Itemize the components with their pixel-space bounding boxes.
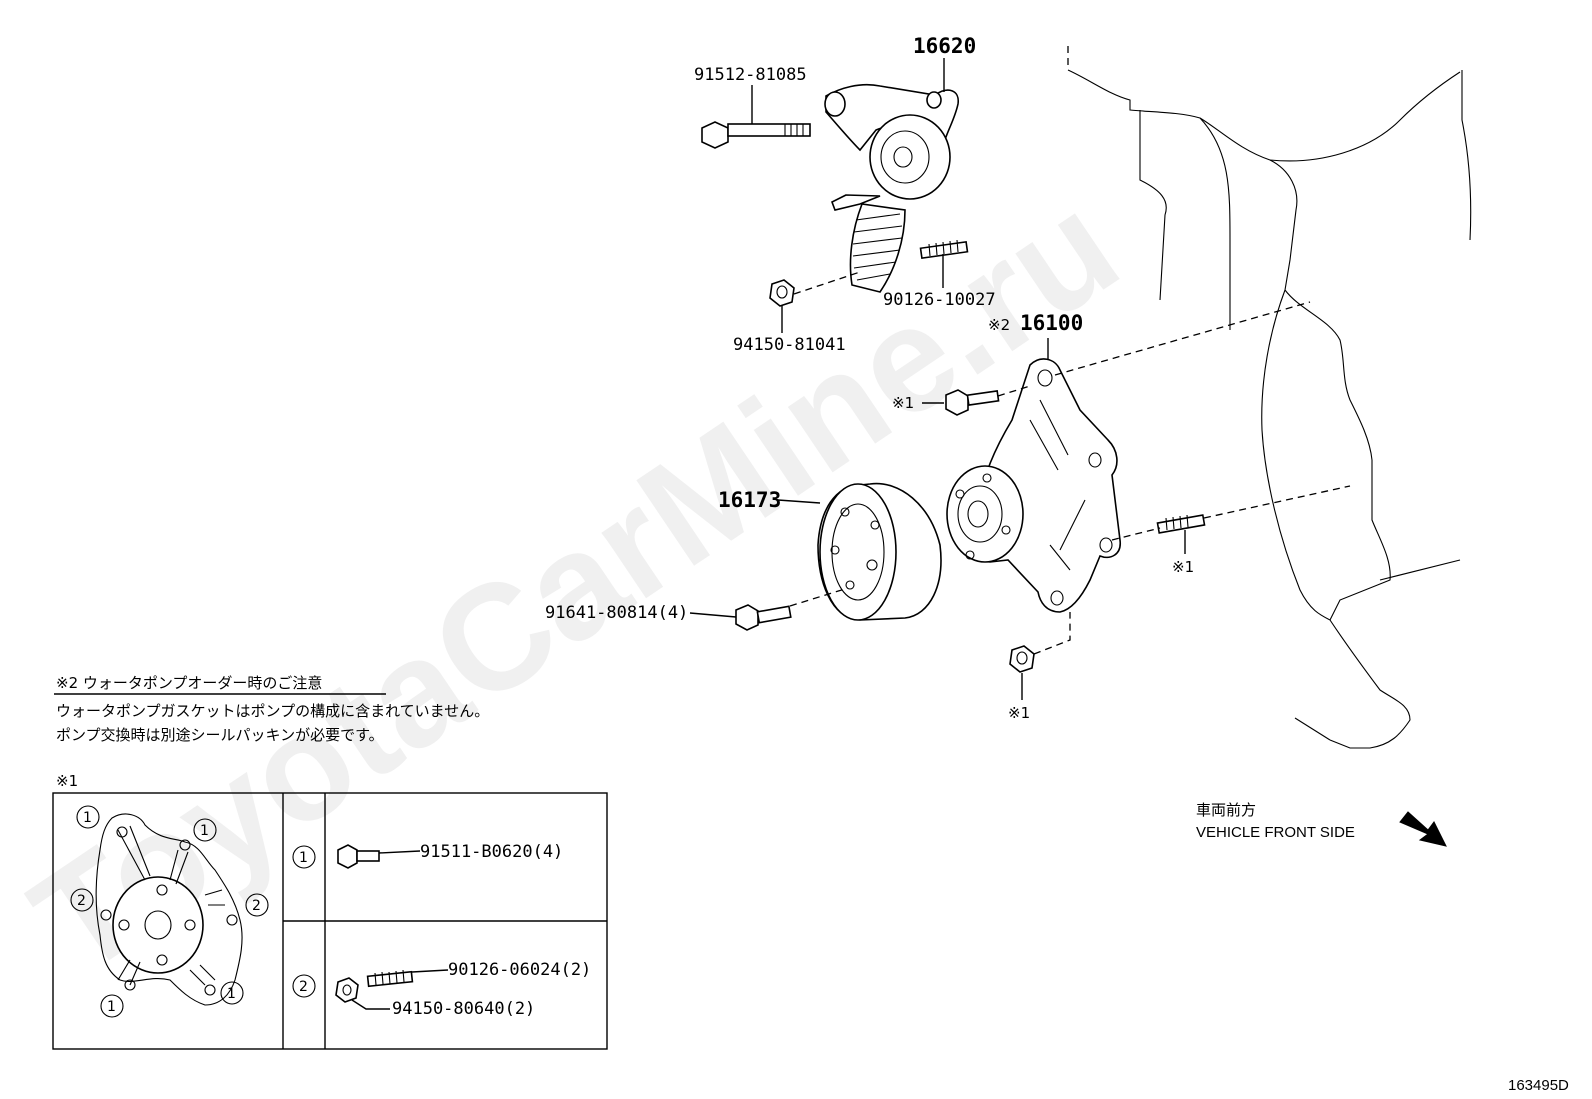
label-nut-upper: 94150-81041 bbox=[733, 335, 846, 355]
water-pump-assembly bbox=[946, 358, 1121, 613]
engine-block-outline bbox=[1067, 46, 1472, 749]
direction-arrow-icon bbox=[1399, 811, 1447, 847]
label-tensioner: 16620 bbox=[913, 34, 976, 58]
figure-id: 163495D bbox=[1508, 1077, 1569, 1094]
vehicle-front-indicator: 車両前方 VEHICLE FRONT SIDE bbox=[1196, 801, 1447, 847]
direction-en: VEHICLE FRONT SIDE bbox=[1196, 824, 1355, 841]
table-mark: ※1 bbox=[56, 772, 78, 790]
label-tensioner-bolt: 91512-81085 bbox=[694, 65, 807, 85]
note-line-2: ポンプ交換時は別途シールパッキンが必要です。 bbox=[56, 726, 384, 744]
label-stud-upper: 90126-10027 bbox=[883, 290, 996, 310]
row1-id: 1 bbox=[299, 850, 308, 866]
row2-id: 2 bbox=[299, 979, 308, 995]
label-water-pump: 16100 bbox=[1020, 311, 1083, 335]
label-stud-mark: ※1 bbox=[1172, 558, 1194, 576]
row1-bolt bbox=[337, 844, 380, 869]
note-title: ※2 ウォータポンプオーダー時のご注意 bbox=[56, 674, 322, 692]
label-nut-mark: ※1 bbox=[1008, 704, 1030, 722]
label-bolt-mark: ※1 bbox=[892, 394, 914, 412]
label-pulley: 16173 bbox=[718, 488, 781, 512]
tensioner-bolt-shape bbox=[701, 121, 811, 149]
callout-1a: 1 bbox=[83, 810, 92, 826]
row1-part: 91511-B0620(4) bbox=[420, 842, 563, 862]
row2-part-1: 90126-06024(2) bbox=[448, 960, 591, 980]
row2-part-2: 94150-80640(2) bbox=[392, 999, 535, 1019]
callout-1c: 1 bbox=[227, 986, 236, 1002]
note-line-1: ウォータポンプガスケットはポンプの構成に含まれていません。 bbox=[56, 702, 489, 720]
order-note: ※2 ウォータポンプオーダー時のご注意 ウォータポンプガスケットはポンプの構成に… bbox=[54, 674, 489, 744]
label-pump-mark: ※2 bbox=[988, 316, 1010, 334]
nut-upper bbox=[769, 279, 795, 307]
callout-1b: 1 bbox=[200, 823, 209, 839]
pulley-16173 bbox=[817, 482, 942, 621]
pump-stud bbox=[1156, 514, 1206, 534]
row2-stud bbox=[366, 969, 414, 988]
callout-2a: 2 bbox=[77, 893, 86, 909]
callout-1d: 1 bbox=[107, 999, 116, 1015]
sketch-callouts: 1 1 2 2 1 1 bbox=[70, 805, 269, 1018]
detail-table: ※1 1 1 2 bbox=[52, 772, 608, 1050]
pump-nut bbox=[1009, 645, 1035, 673]
tensioner-assembly bbox=[701, 83, 959, 293]
callout-2b: 2 bbox=[252, 898, 261, 914]
pump-bolt bbox=[945, 389, 1000, 416]
pulley-bolt bbox=[735, 604, 792, 631]
stud-upper bbox=[919, 239, 969, 260]
label-pulley-bolt: 91641-80814(4) bbox=[545, 603, 688, 623]
callout-labels: 91512-81085 16620 90126-10027 94150-8104… bbox=[545, 34, 1194, 722]
watermark: ToyotaCarMine.ru bbox=[4, 160, 1146, 1006]
row2-nut bbox=[335, 977, 359, 1003]
pump-gasket-sketch bbox=[95, 813, 243, 1006]
direction-jp: 車両前方 bbox=[1196, 801, 1256, 819]
